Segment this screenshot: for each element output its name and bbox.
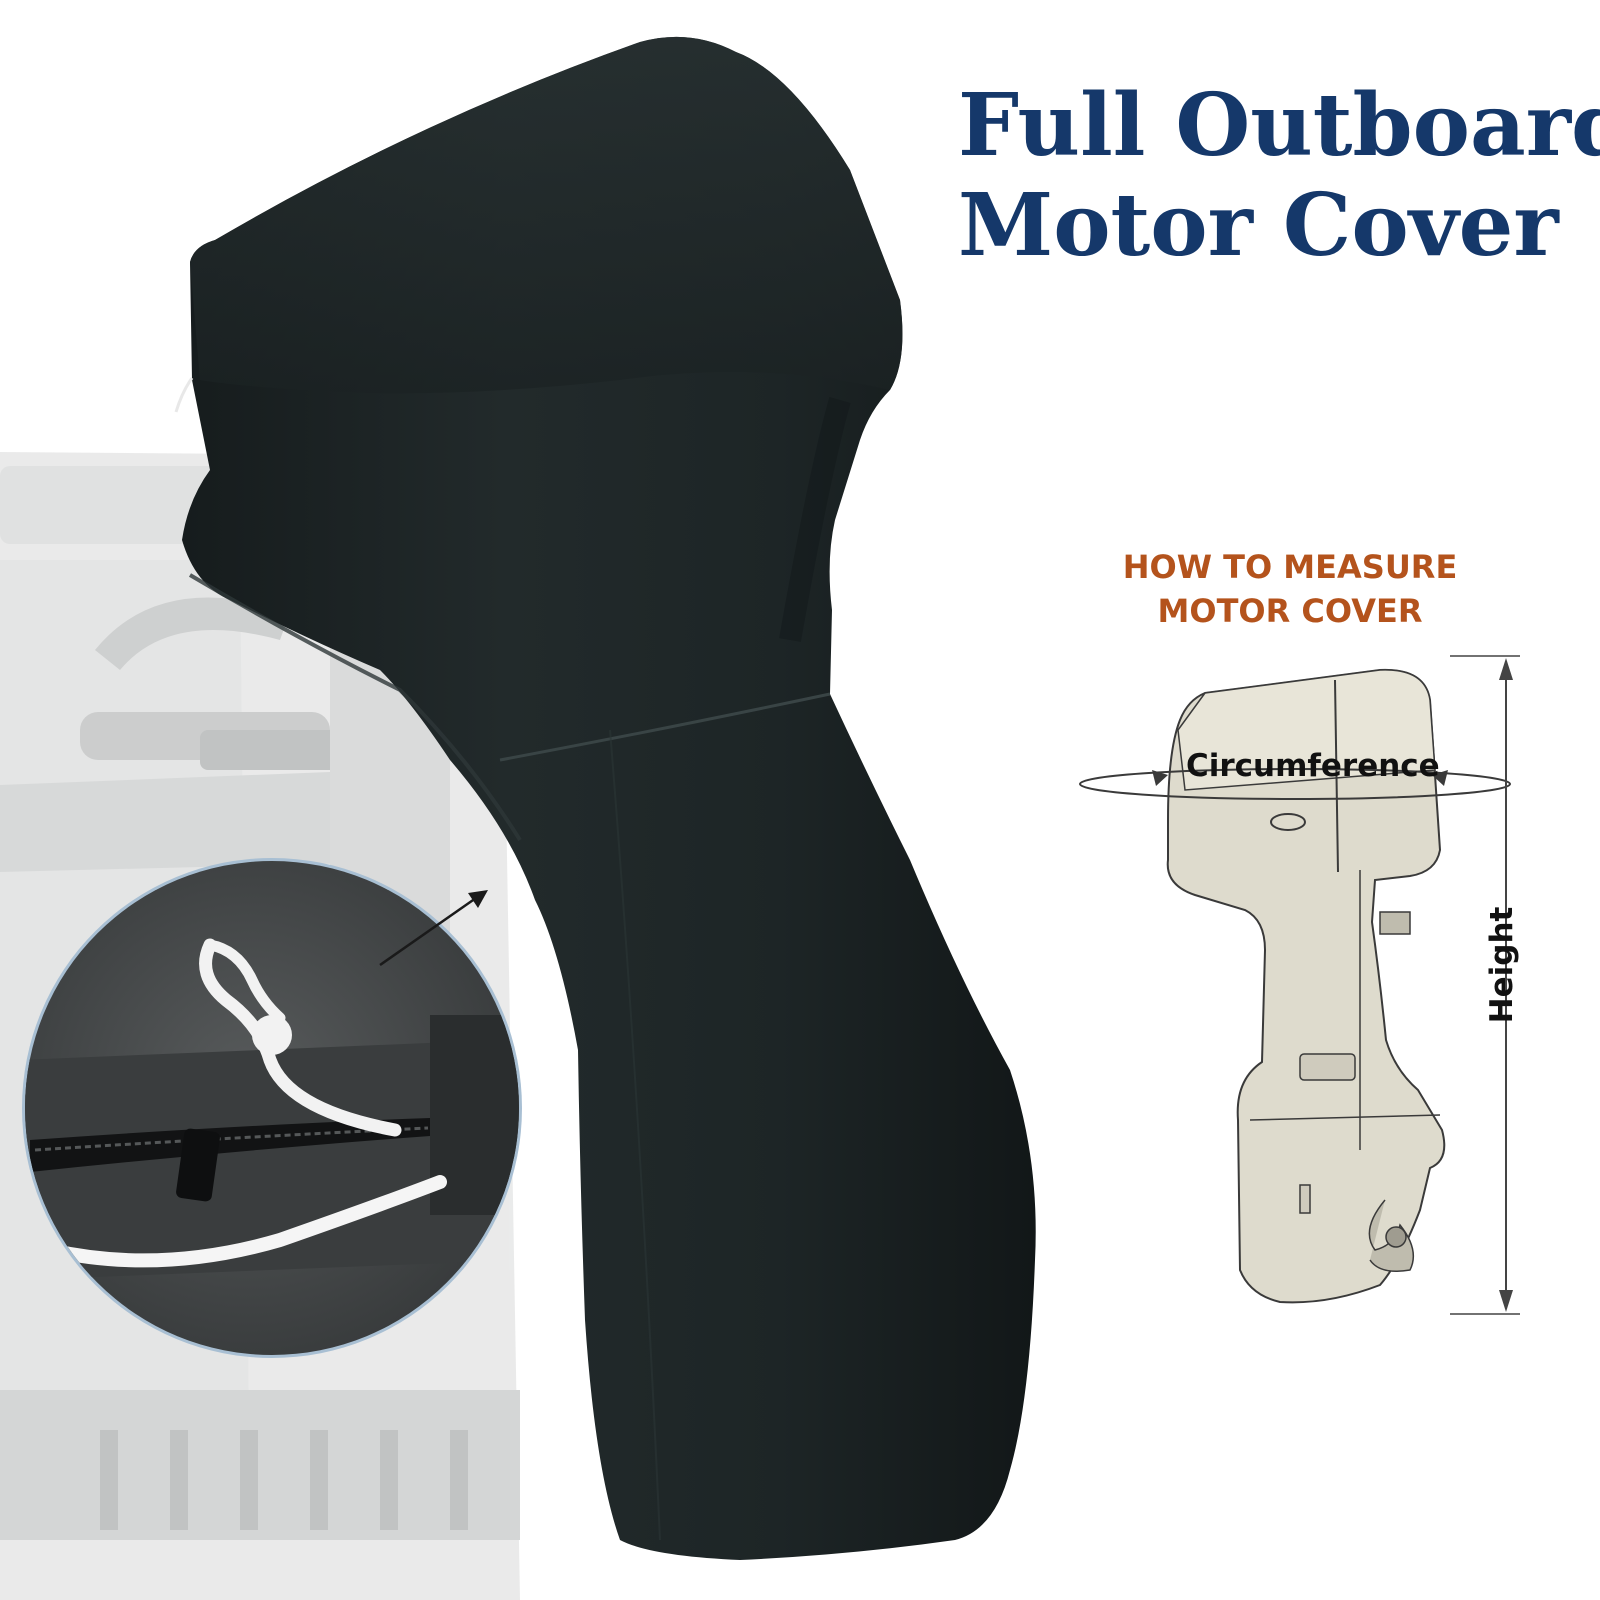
drawstring-detail-inset xyxy=(22,858,522,1358)
measure-heading-line-2: MOTOR COVER xyxy=(1157,592,1423,630)
outboard-motor-cover xyxy=(174,36,1036,1560)
measure-heading: HOW TO MEASURE MOTOR COVER xyxy=(1110,545,1470,633)
double-arrow-vertical-icon xyxy=(1450,655,1520,1315)
title-line-2: Motor Cover xyxy=(958,175,1559,276)
circumference-label: Circumference xyxy=(1186,748,1440,784)
orbit-arrow-icon xyxy=(1079,768,1511,800)
height-label: Height xyxy=(1484,906,1520,1024)
arrow-up-right-icon xyxy=(379,890,488,967)
measure-heading-line-1: HOW TO MEASURE xyxy=(1122,548,1458,586)
title-line-1: Full Outboard xyxy=(958,75,1600,176)
measurement-diagram xyxy=(1079,655,1520,1315)
product-title: Full Outboard Motor Cover xyxy=(958,75,1600,276)
